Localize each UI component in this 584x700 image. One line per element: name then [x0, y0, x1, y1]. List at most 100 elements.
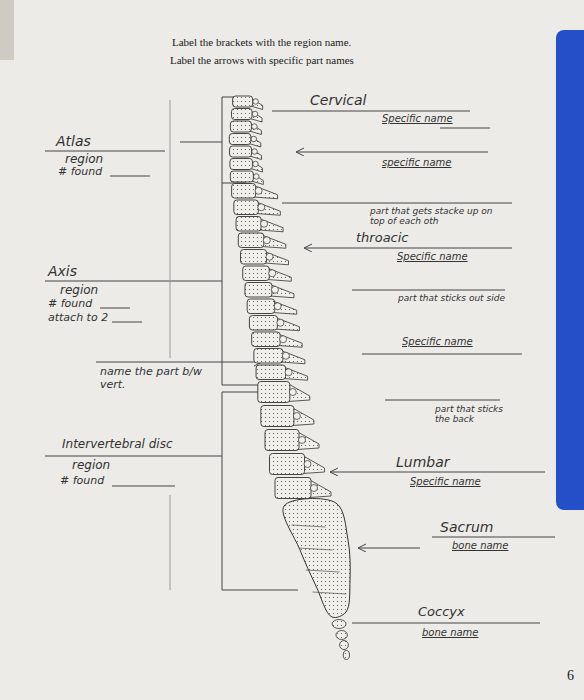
spinous-process: [288, 384, 310, 402]
answer-line: [362, 354, 522, 355]
answer-lines: [45, 97, 555, 623]
answer-prompt: Specific name: [397, 251, 468, 263]
coccyx-segment: [332, 620, 346, 629]
transverse-process: [274, 303, 281, 310]
coccyx-segment: [336, 631, 347, 640]
spinous-process: [270, 285, 294, 298]
vertebra: [254, 349, 305, 364]
region-answer: Cervical: [310, 92, 367, 108]
spine-illustration: [229, 96, 350, 660]
vertebra: [232, 184, 278, 199]
vertebral-body: [230, 159, 253, 170]
answer-line: [272, 111, 470, 112]
answer-line: [352, 290, 505, 291]
spinous-process: [254, 186, 278, 199]
vertebral-body: [249, 316, 277, 331]
coccyx-segment: [343, 651, 349, 660]
bracket-answer: Axis: [48, 263, 77, 279]
transverse-process: [261, 220, 268, 227]
spinous-process: [273, 301, 297, 314]
vertebra: [229, 134, 260, 148]
spinous-process: [297, 432, 319, 450]
vertebral-body: [230, 121, 251, 132]
vertebra: [230, 121, 261, 135]
pointer-arrow: [296, 152, 488, 153]
transverse-process: [251, 136, 257, 142]
vertebral-body: [256, 365, 286, 380]
vertebra: [247, 299, 297, 314]
vertebral-body: [258, 382, 290, 403]
answer-prompt: region: [65, 153, 103, 167]
vertebra: [243, 266, 292, 281]
answer-prompt: Specific name: [410, 476, 481, 488]
vertebra: [232, 109, 263, 123]
spinous-process: [256, 202, 280, 215]
spinous-process: [284, 367, 308, 380]
blank-line: [112, 486, 175, 487]
answer-line: [282, 203, 512, 204]
blank-line: [110, 176, 150, 177]
vertebral-body: [238, 233, 264, 248]
transverse-process: [271, 286, 278, 293]
answer-line: [45, 456, 222, 457]
answer-line: [45, 281, 222, 282]
spinous-process: [278, 334, 302, 347]
region-answer: Lumbar: [396, 454, 450, 470]
pointer-arrow: [330, 472, 545, 473]
vertebra: [258, 382, 310, 403]
vertebral-body: [270, 454, 305, 475]
answer-prompt: part that sticks the back: [435, 404, 520, 425]
vertebral-body: [232, 184, 256, 199]
transverse-process: [299, 437, 306, 444]
vertebral-body: [229, 134, 251, 145]
answer-prompt: bone name: [452, 540, 509, 552]
transverse-process: [252, 124, 258, 130]
vertebral-body: [275, 478, 311, 499]
answer-prompt: specific name: [382, 157, 451, 169]
spinous-process: [292, 408, 314, 426]
coccyx-segment: [340, 641, 349, 650]
transverse-process: [293, 413, 300, 420]
transverse-process: [282, 352, 289, 359]
transverse-process: [285, 369, 292, 376]
vertebral-body: [230, 171, 253, 182]
transverse-process: [255, 187, 262, 194]
transverse-process: [254, 174, 260, 180]
vertebral-body: [265, 430, 299, 451]
answer-prompt: region: [60, 284, 98, 298]
transverse-process: [253, 161, 259, 167]
spinous-process: [267, 268, 291, 281]
answer-prompt: bone name: [422, 627, 479, 639]
spinous-process: [259, 219, 283, 232]
answer-prompt: # found: [58, 166, 102, 179]
transverse-process: [280, 336, 287, 343]
vertebral-body: [234, 200, 259, 215]
margin-line-part: [170, 495, 171, 590]
vertebral-body: [236, 217, 261, 232]
transverse-process: [304, 461, 311, 468]
vertebra: [230, 171, 263, 185]
bracket-answer: Atlas: [56, 133, 91, 149]
leader-line: [180, 142, 222, 143]
transverse-process: [311, 485, 318, 492]
spinous-process: [281, 351, 305, 364]
vertebra: [249, 316, 299, 331]
vertebra: [265, 430, 319, 451]
vertebra: [236, 217, 283, 232]
spinous-process: [309, 480, 331, 498]
region-answer: throacic: [356, 231, 409, 246]
answer-prompt: Specific name: [402, 336, 473, 348]
vertebra: [233, 96, 263, 110]
vertebral-body: [232, 109, 253, 120]
spinous-process: [275, 318, 299, 331]
vertebra: [238, 233, 286, 248]
answer-prompt: part that sticks out side: [398, 293, 513, 303]
vertebral-body: [247, 299, 275, 314]
spinous-process: [262, 235, 286, 248]
answer-prompt: attach to 2: [48, 312, 108, 325]
bracket-answer: Intervertebral disc: [62, 438, 173, 452]
region-answer: Sacrum: [440, 519, 493, 535]
transverse-process: [263, 237, 270, 244]
